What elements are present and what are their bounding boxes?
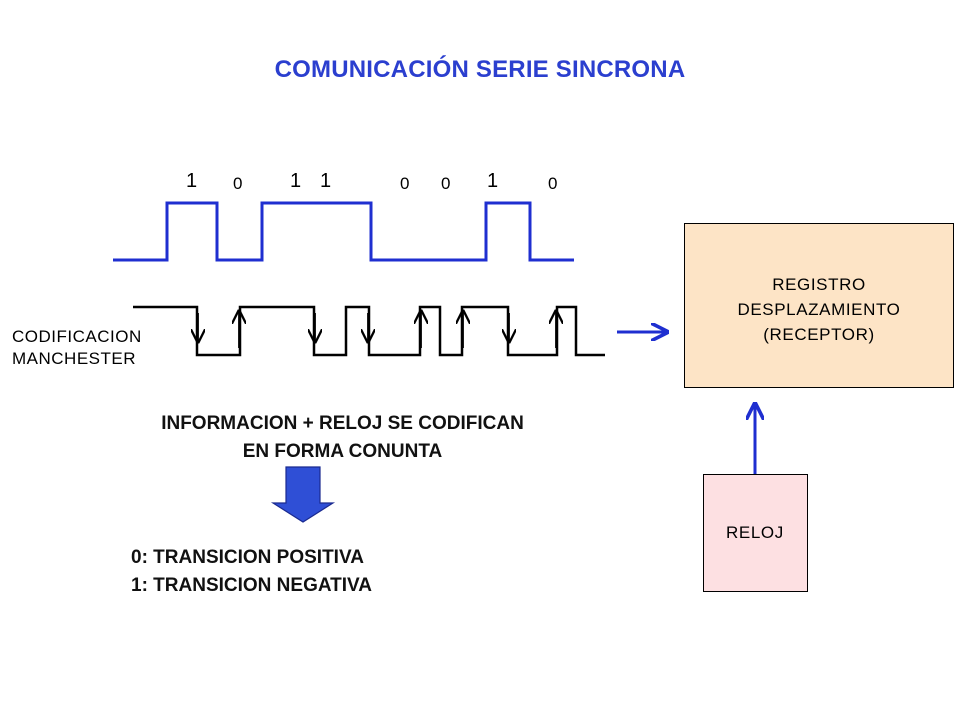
bit-label: 0 — [548, 174, 558, 193]
receiver-box: REGISTRO DESPLAZAMIENTO (RECEPTOR) — [684, 223, 954, 388]
bit-label: 0 — [400, 174, 410, 193]
clock-box: RELOJ — [703, 474, 808, 592]
bit-label: 1 — [487, 170, 499, 192]
manchester-label: CODIFICACION MANCHESTER — [12, 326, 142, 370]
manchester-label-line: CODIFICACION — [12, 327, 142, 346]
manchester-label-line: MANCHESTER — [12, 349, 137, 368]
bit-label: 1 — [320, 170, 332, 192]
receiver-label-line: DESPLAZAMIENTO — [737, 300, 901, 319]
diagram-title: COMUNICACIÓN SERIE SINCRONA — [274, 56, 686, 83]
info-text: INFORMACION + RELOJ SE CODIFICAN EN FORM… — [95, 410, 590, 466]
encoding-rules: 0: TRANSICION POSITIVA 1: TRANSICION NEG… — [131, 544, 372, 600]
rule-line: 1: TRANSICION NEGATIVA — [131, 575, 373, 596]
info-line: EN FORMA CONUNTA — [242, 441, 443, 462]
down-block-arrow — [270, 466, 336, 523]
data-waveform — [113, 201, 574, 262]
bit-label: 1 — [186, 170, 198, 192]
bit-label: 0 — [233, 174, 243, 193]
manchester-waveform — [133, 305, 605, 357]
receiver-label: REGISTRO DESPLAZAMIENTO (RECEPTOR) — [685, 272, 953, 347]
bit-label: 1 — [290, 170, 302, 192]
bit-label: 0 — [441, 174, 451, 193]
transition-arrows — [198, 311, 556, 348]
clock-label: RELOJ — [726, 523, 784, 542]
receiver-label-line: (RECEPTOR) — [763, 325, 875, 344]
rule-line: 0: TRANSICION POSITIVA — [131, 547, 364, 568]
receiver-label-line: REGISTRO — [772, 275, 866, 294]
info-line: INFORMACION + RELOJ SE CODIFICAN — [161, 413, 524, 434]
